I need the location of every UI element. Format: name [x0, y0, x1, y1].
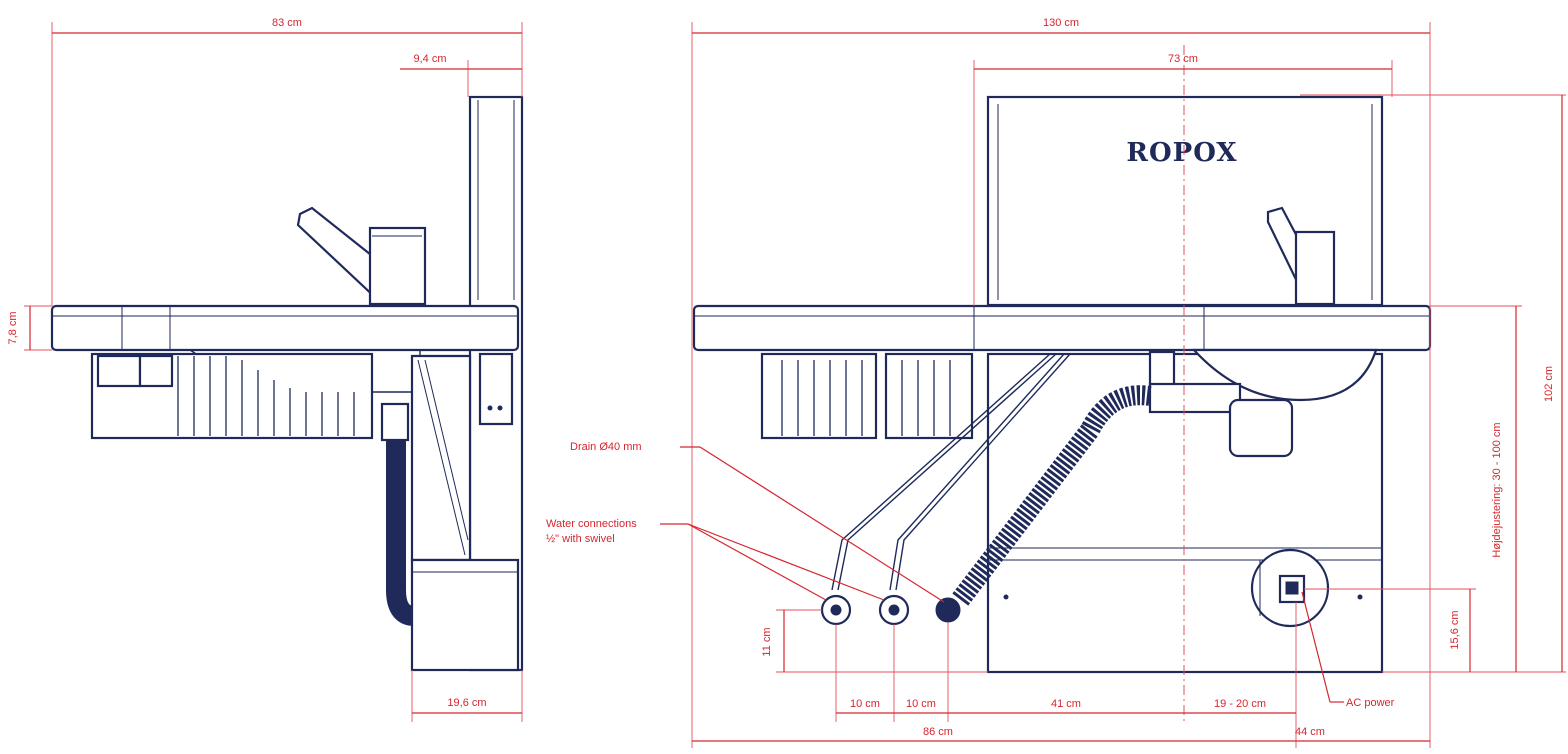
front-dimensions: 130 cm 73 cm 102 cm Højdejustering: 30 -… [691, 17, 1566, 748]
front-sink-bowl [1191, 348, 1378, 402]
callout-ac-power: AC power [1346, 697, 1395, 709]
drain-connection [935, 597, 961, 623]
dim-top-thickness: 7,8 cm [7, 311, 19, 344]
front-view: ROPOX [692, 95, 1432, 674]
dim-side-width: 83 cm [272, 17, 302, 29]
brand-logo: ROPOX [1126, 138, 1237, 168]
callout-drain: Drain Ø40 mm [570, 441, 642, 453]
dim-socket-height: 15,6 cm [1449, 610, 1461, 649]
dim-left-to-center: 86 cm [923, 726, 953, 738]
dim-drain-to-center: 41 cm [1051, 698, 1081, 710]
dim-pipe-spacing-1: 10 cm [850, 698, 880, 710]
dim-cabinet-depth: 19,6 cm [447, 697, 486, 709]
dim-wall-depth: 9,4 cm [413, 53, 446, 65]
dim-total-height: 102 cm [1543, 366, 1555, 402]
dim-pipe-height: 11 cm [761, 627, 773, 656]
front-basket-left [760, 352, 878, 440]
backboard [986, 95, 1384, 307]
dim-cabinet-width: 73 cm [1168, 53, 1198, 65]
side-dimensions: 83 cm 9,4 cm 7,8 cm 19,6 cm [7, 17, 523, 722]
callouts: Drain Ø40 mm Water connections ½" with s… [546, 441, 1395, 709]
side-countertop [50, 304, 520, 352]
dim-front-width: 130 cm [1043, 17, 1079, 29]
dim-center-to-right: 44 cm [1295, 726, 1325, 738]
side-view [50, 95, 524, 672]
front-basket-right [884, 352, 974, 440]
dim-height-adjust: Højdejustering: 30 - 100 cm [1491, 422, 1503, 557]
dim-pipe-spacing-2: 10 cm [906, 698, 936, 710]
dim-center-to-socket: 19 - 20 cm [1214, 698, 1266, 710]
side-cabinet [410, 354, 472, 562]
callout-water-line2: ½" with swivel [546, 533, 615, 545]
callout-water-line1: Water connections [546, 518, 637, 530]
front-countertop [692, 304, 1432, 352]
